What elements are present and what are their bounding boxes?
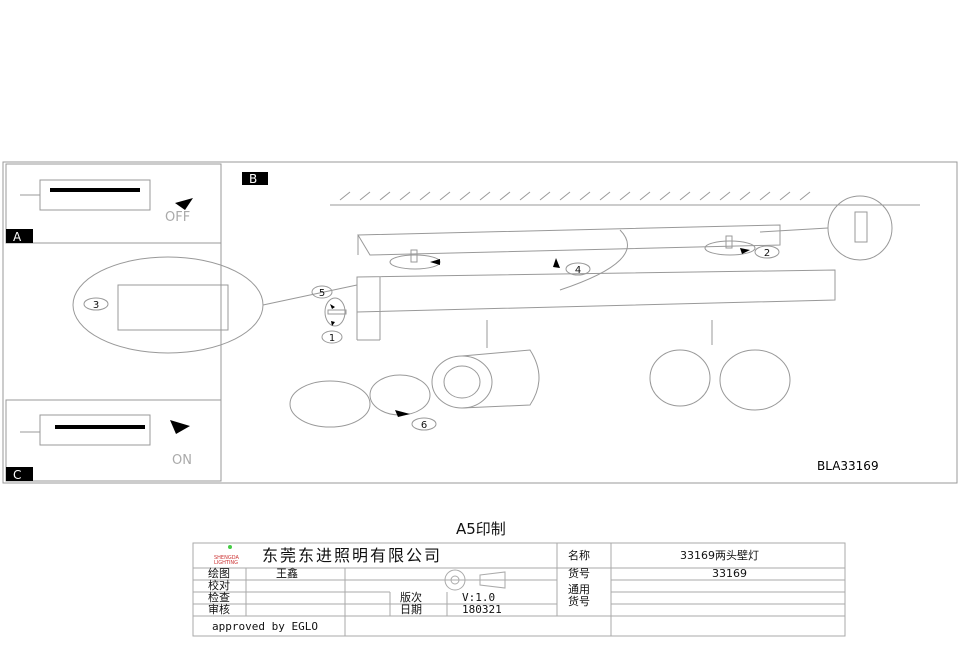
terminal-dashes-a — [50, 188, 140, 192]
callout-3: 3 — [93, 300, 99, 311]
date-label: 日期 — [400, 603, 422, 616]
model-code: BLA33169 — [817, 459, 879, 473]
label-a-box — [6, 229, 33, 243]
item-value: 33169 — [712, 567, 747, 580]
lamp-base-bar — [356, 269, 836, 313]
projection-symbol — [444, 569, 466, 591]
callout-6: 6 — [421, 420, 427, 431]
check-label: 检查 — [208, 591, 230, 604]
panel-label-b: B — [249, 172, 257, 186]
bulb — [289, 380, 371, 428]
callout-4: 4 — [575, 265, 581, 276]
label-c-box — [6, 467, 33, 481]
label-b-box — [242, 172, 268, 185]
company-logo: SHENGDA LIGHTING — [214, 555, 239, 566]
panel-label-c: C — [13, 468, 21, 482]
callout-2: 2 — [764, 248, 770, 259]
date-value: 180321 — [462, 603, 502, 616]
draw-label: 绘图 — [208, 567, 230, 580]
wall-plug-detail — [827, 195, 893, 261]
title-block-frame — [192, 542, 846, 637]
proof-label: 校对 — [208, 579, 230, 592]
general-item-label: 通用 货号 — [568, 583, 590, 608]
name-label: 名称 — [568, 549, 590, 562]
company-name: 东莞东进照明有限公司 — [262, 546, 443, 565]
arrow-on-icon — [170, 420, 190, 434]
arrow-off-icon — [175, 198, 193, 210]
panel-c — [5, 399, 222, 482]
panel-label-a: A — [13, 230, 22, 244]
review-label: 审核 — [208, 603, 230, 616]
drawing-frame — [2, 161, 958, 484]
approved-text: approved by EGLO — [212, 620, 318, 633]
item-label: 货号 — [568, 567, 590, 580]
ceiling-hatch — [330, 191, 920, 206]
terminal-dashes-c — [55, 425, 145, 429]
detail-3-circle — [72, 256, 264, 354]
switch-on-label: ON — [172, 453, 192, 468]
version-value: V:1.0 — [462, 591, 496, 604]
name-value: 33169两头壁灯 — [680, 549, 759, 562]
callout-5: 5 — [319, 288, 325, 299]
print-size-title: A5印制 — [456, 520, 506, 538]
logo-dot — [228, 545, 232, 549]
draw-value: 王鑫 — [276, 567, 298, 580]
switch-off-label: OFF — [165, 210, 190, 225]
mounting-bracket — [357, 224, 781, 256]
version-label: 版次 — [400, 591, 422, 604]
callout-1: 1 — [329, 333, 335, 344]
